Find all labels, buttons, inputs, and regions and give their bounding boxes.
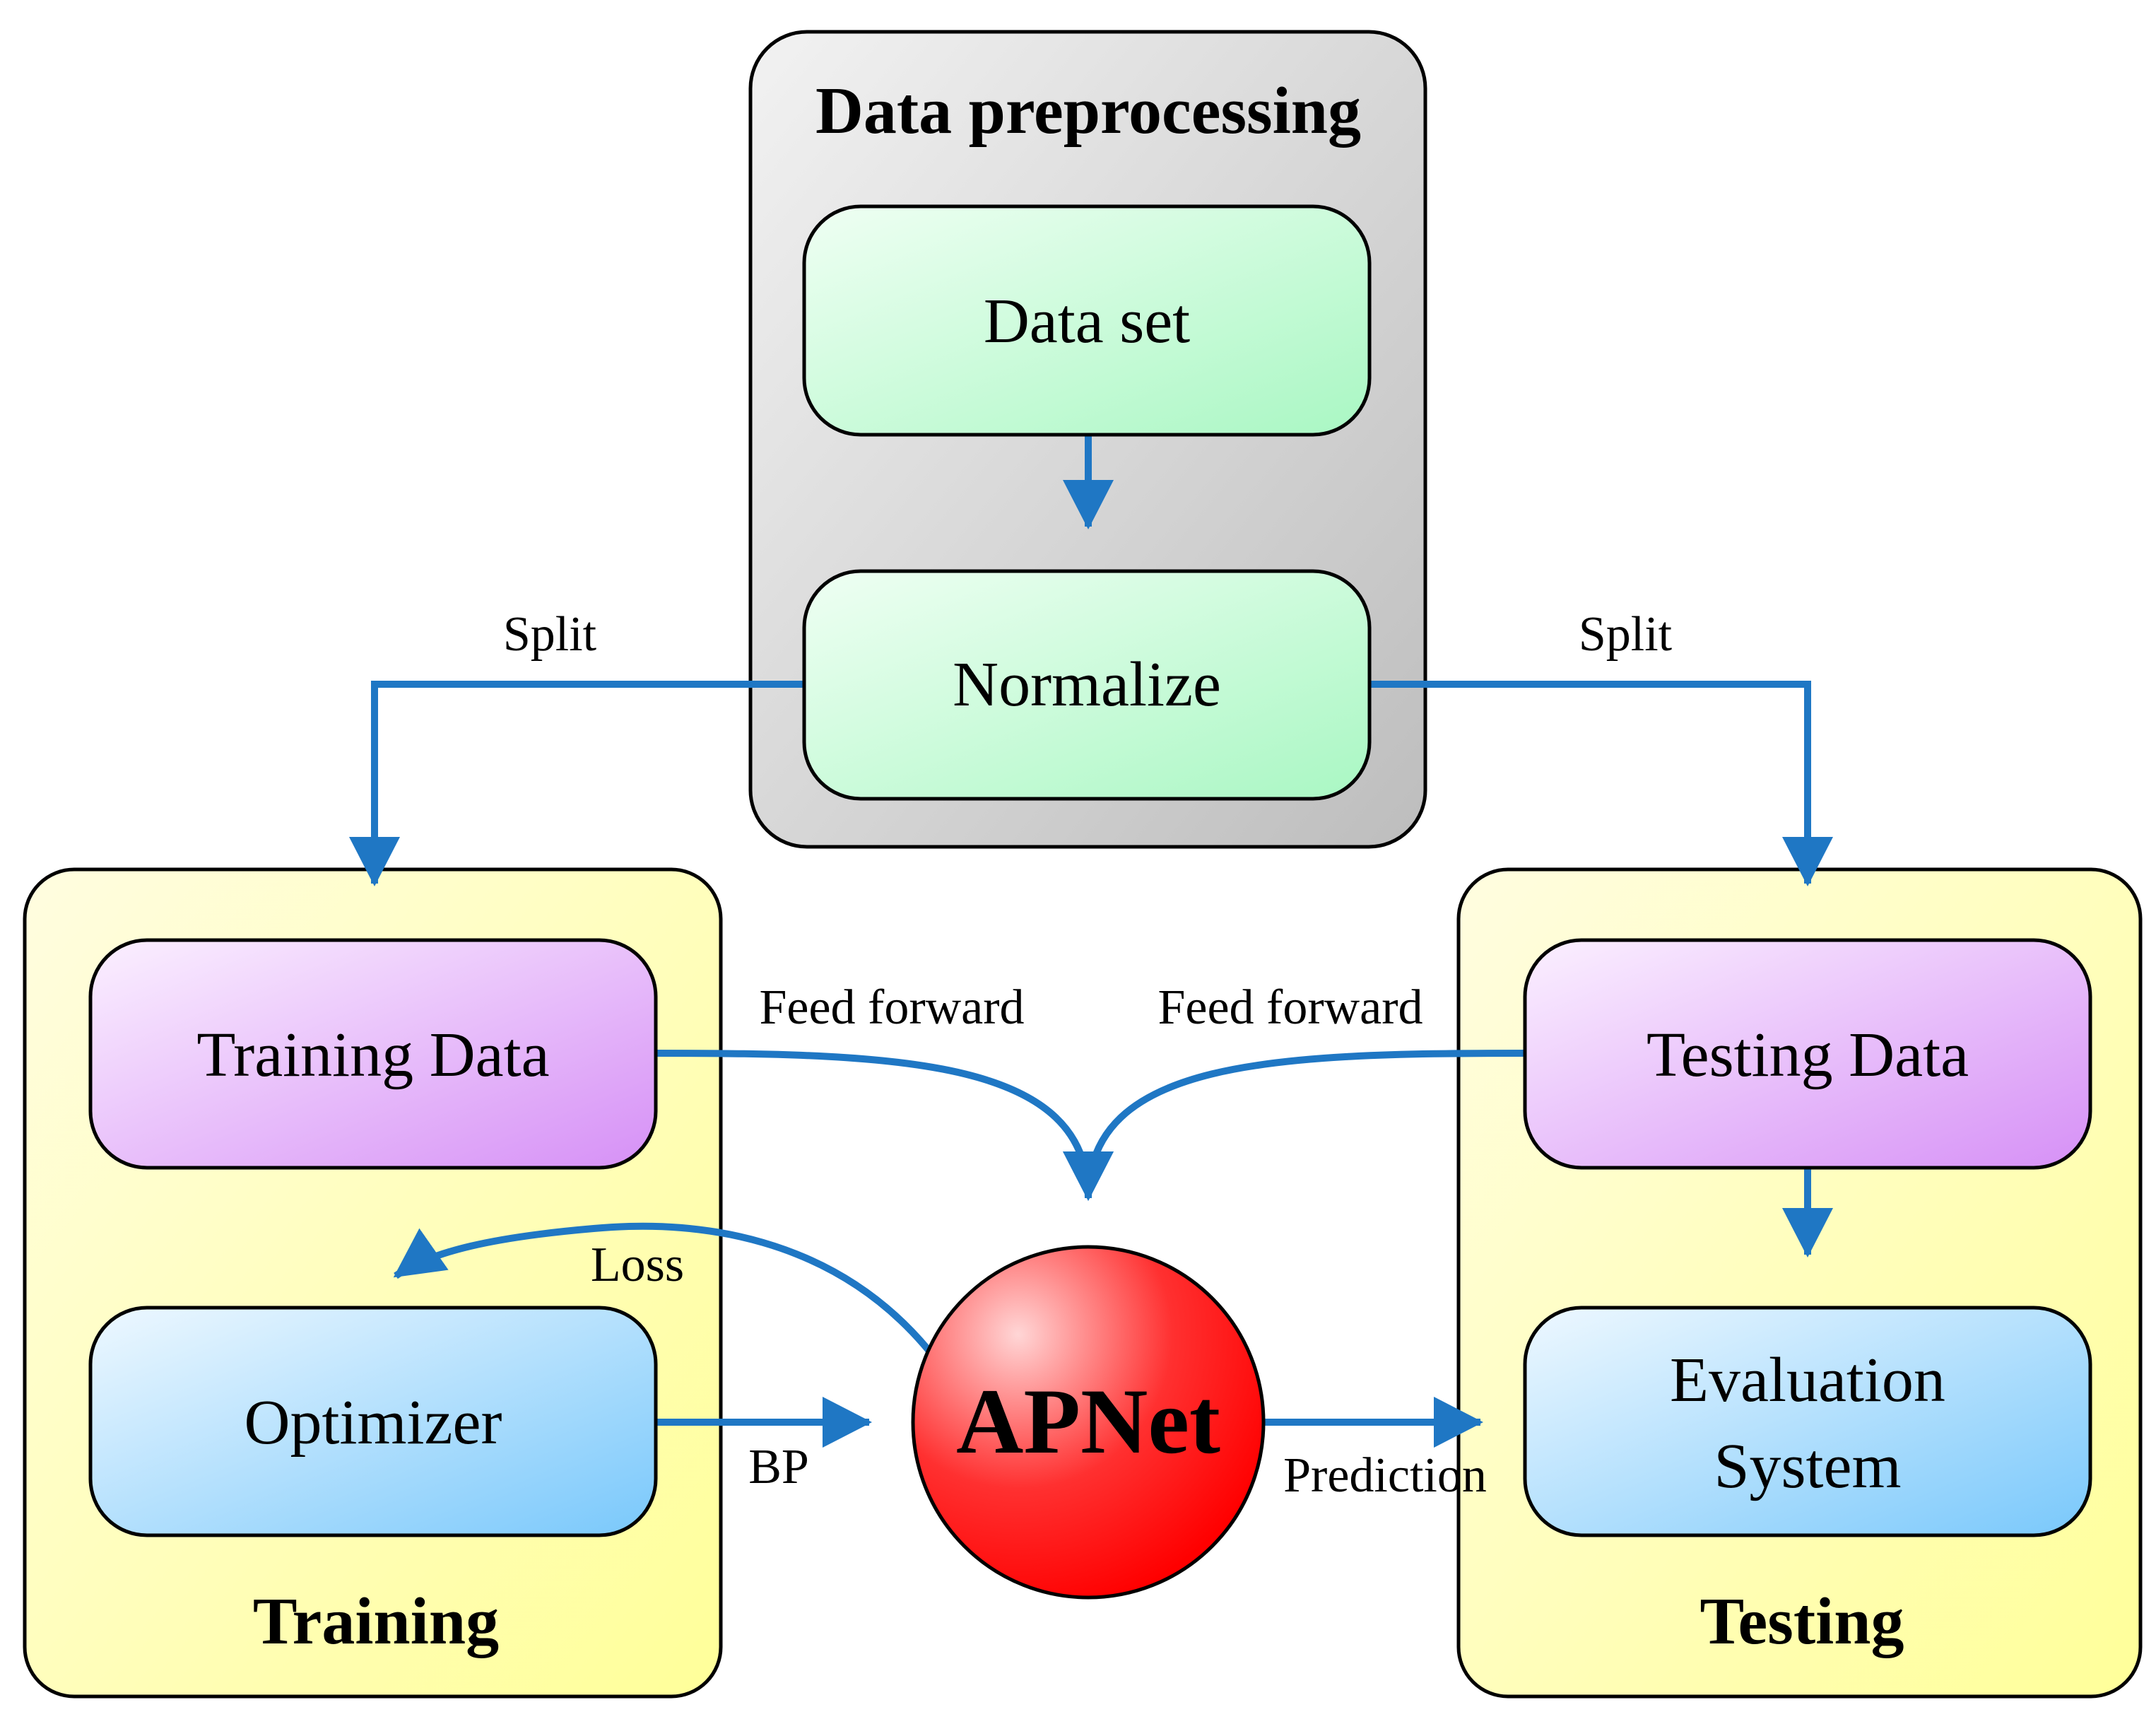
edge-label-prediction: Prediction bbox=[1283, 1448, 1487, 1503]
node-apnet-label: APNet bbox=[956, 1369, 1220, 1473]
edge-label-loss: Loss bbox=[591, 1238, 684, 1292]
arrow-split-to-testing bbox=[1367, 681, 1833, 886]
edge-label-bp: BP bbox=[748, 1440, 809, 1494]
arrow-testing-feed-forward bbox=[1063, 1050, 1527, 1201]
node-dataset: Data set bbox=[802, 204, 1372, 437]
edge-label-split-right: Split bbox=[1579, 607, 1673, 662]
node-evaluation-system: Evaluation System bbox=[1523, 1306, 2092, 1537]
testing-title: Testing bbox=[1700, 1585, 1904, 1658]
node-evaluation-label-line2: System bbox=[1714, 1431, 1901, 1501]
edge-label-feed-forward-right: Feed forward bbox=[1157, 980, 1422, 1035]
node-evaluation-label-line1: Evaluation bbox=[1670, 1345, 1945, 1415]
node-optimizer-label: Optimizer bbox=[245, 1388, 502, 1458]
node-apnet-model: APNet bbox=[911, 1245, 1266, 1600]
arrow-loss-to-optimizer bbox=[393, 1222, 934, 1356]
node-normalize: Normalize bbox=[802, 569, 1372, 801]
node-training-data: Training Data bbox=[88, 938, 658, 1170]
node-normalize-label: Normalize bbox=[953, 650, 1221, 720]
node-optimizer: Optimizer bbox=[88, 1306, 658, 1537]
edge-label-split-left: Split bbox=[503, 607, 597, 662]
edge-label-feed-forward-left: Feed forward bbox=[759, 980, 1024, 1035]
node-testing-data: Testing Data bbox=[1523, 938, 2092, 1170]
arrow-split-to-training bbox=[349, 681, 809, 886]
node-training-data-label: Training Data bbox=[196, 1020, 549, 1090]
node-testing-data-label: Testing Data bbox=[1647, 1020, 1969, 1090]
arrow-training-feed-forward bbox=[653, 1050, 1114, 1201]
training-title: Training bbox=[253, 1585, 499, 1658]
node-dataset-label: Data set bbox=[984, 286, 1190, 356]
preprocessing-title: Data preprocessing bbox=[815, 74, 1361, 148]
